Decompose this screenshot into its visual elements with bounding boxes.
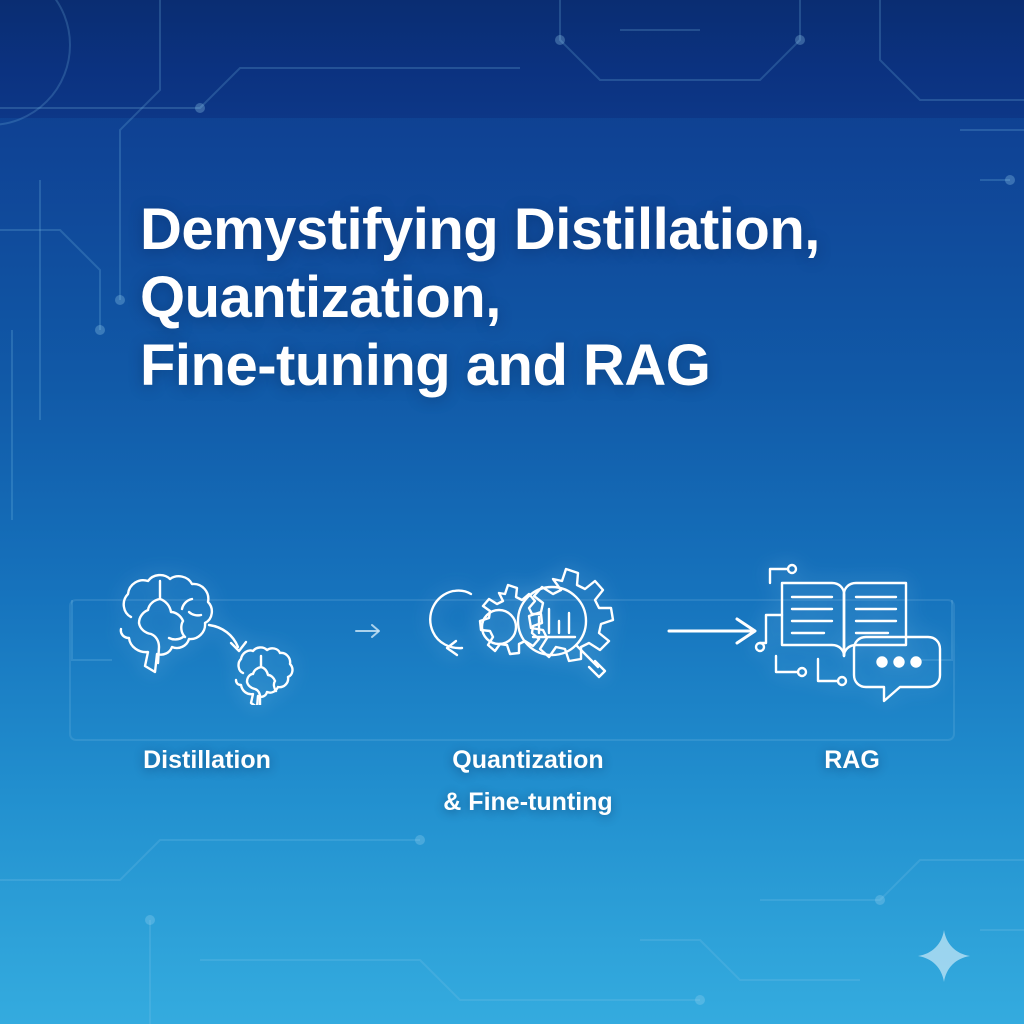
flow-node-label-quantization: Quantization & Fine-tunting (398, 739, 658, 823)
flow-node-label-distillation: Distillation (143, 746, 271, 774)
connector-quantization-to-rag (660, 607, 770, 655)
brain-to-small-brain-icon (77, 545, 337, 715)
pipeline-diagram: Distillation (60, 545, 964, 845)
gear-magnifier-chart-icon (398, 545, 658, 715)
flow-node-distillation: Distillation (77, 545, 337, 781)
four-point-sparkle-icon (918, 930, 970, 982)
page-title: Demystifying Distillation, Quantization,… (140, 197, 820, 398)
small-arrow-right-icon (355, 624, 380, 638)
top-gradient-band (0, 0, 1024, 118)
flow-node-label-quantization-main: Quantization (452, 746, 604, 774)
flow-node-quantization: Quantization & Fine-tunting (398, 545, 658, 823)
book-chat-bubble-icon (722, 545, 982, 715)
arrow-right-icon (667, 617, 757, 645)
flow-node-label-rag: RAG (824, 746, 880, 774)
flow-node-sublabel-quantization: & Fine-tunting (443, 788, 613, 816)
flow-node-rag: RAG (722, 545, 982, 781)
connector-distillation-to-quantization (338, 607, 400, 655)
